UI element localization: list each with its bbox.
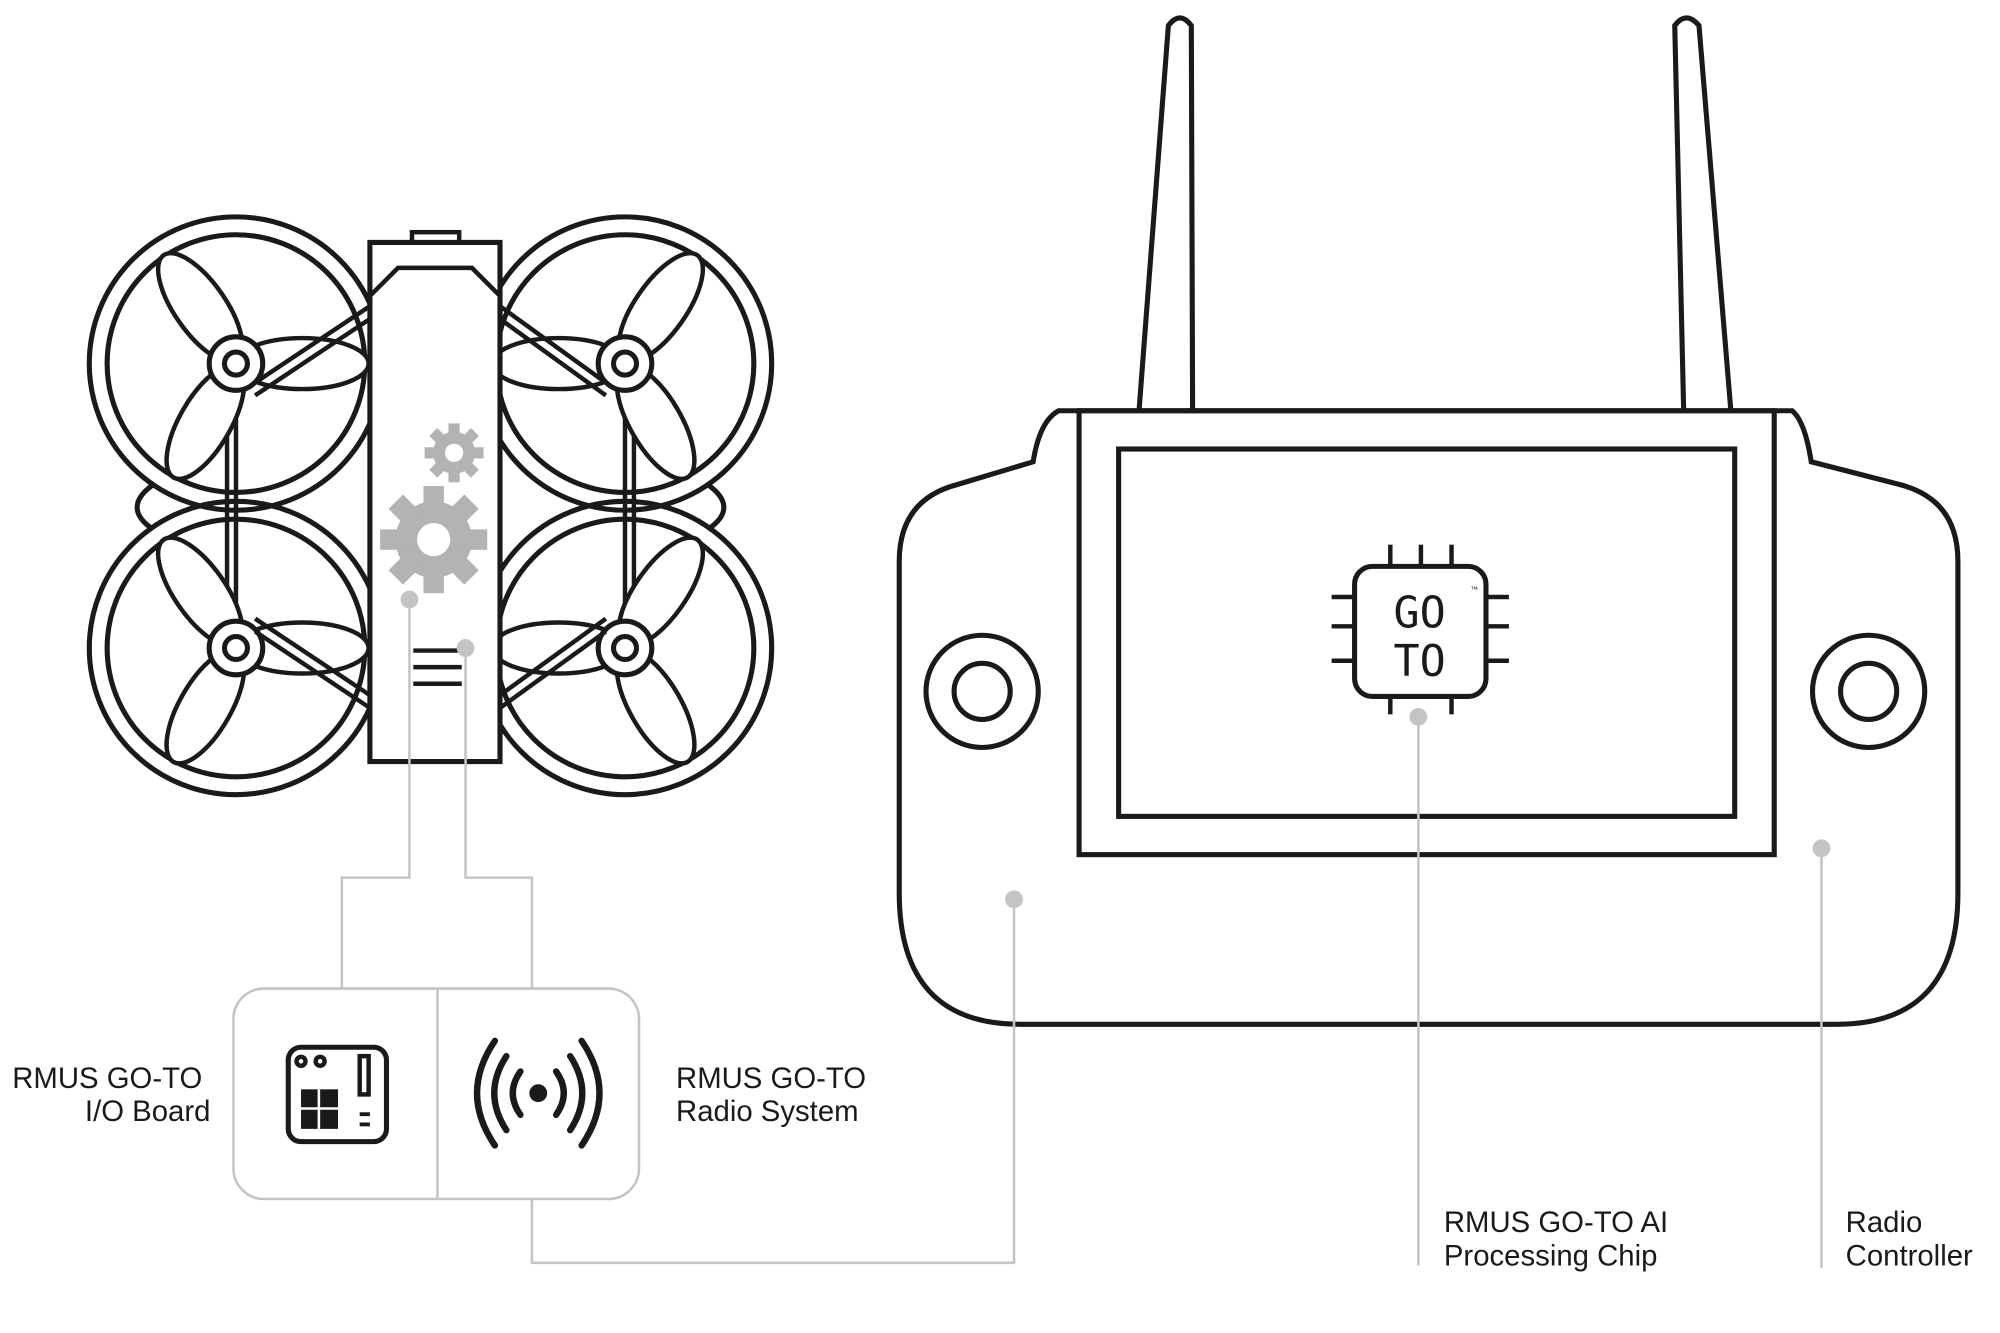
component-box (232, 987, 641, 1201)
vent-icon (413, 648, 462, 686)
radio-system-label: RMUS GO-TO Radio System (676, 1062, 874, 1128)
joystick-right (1809, 632, 1928, 751)
svg-text:GO: GO (1394, 589, 1446, 639)
svg-text:™: ™ (1471, 585, 1479, 594)
ai-chip-label: RMUS GO-TO AI Processing Chip (1444, 1206, 1677, 1272)
gear-small-icon (424, 423, 484, 483)
radio-waves-icon (473, 1037, 603, 1149)
radio-controller-label: Radio Controller (1846, 1206, 1973, 1272)
goto-chip-logo: GO TO ™ (1331, 544, 1509, 715)
joystick-left (923, 632, 1041, 751)
io-board-icon (285, 1044, 390, 1145)
drone-illustration (89, 217, 771, 795)
svg-text:TO: TO (1394, 637, 1446, 687)
gear-large-icon (380, 486, 488, 594)
radio-controller-illustration: GO TO ™ (896, 15, 1961, 1027)
connector-lines (340, 590, 1831, 1268)
io-board-label: RMUS GO-TO I/O Board (12, 1062, 210, 1128)
